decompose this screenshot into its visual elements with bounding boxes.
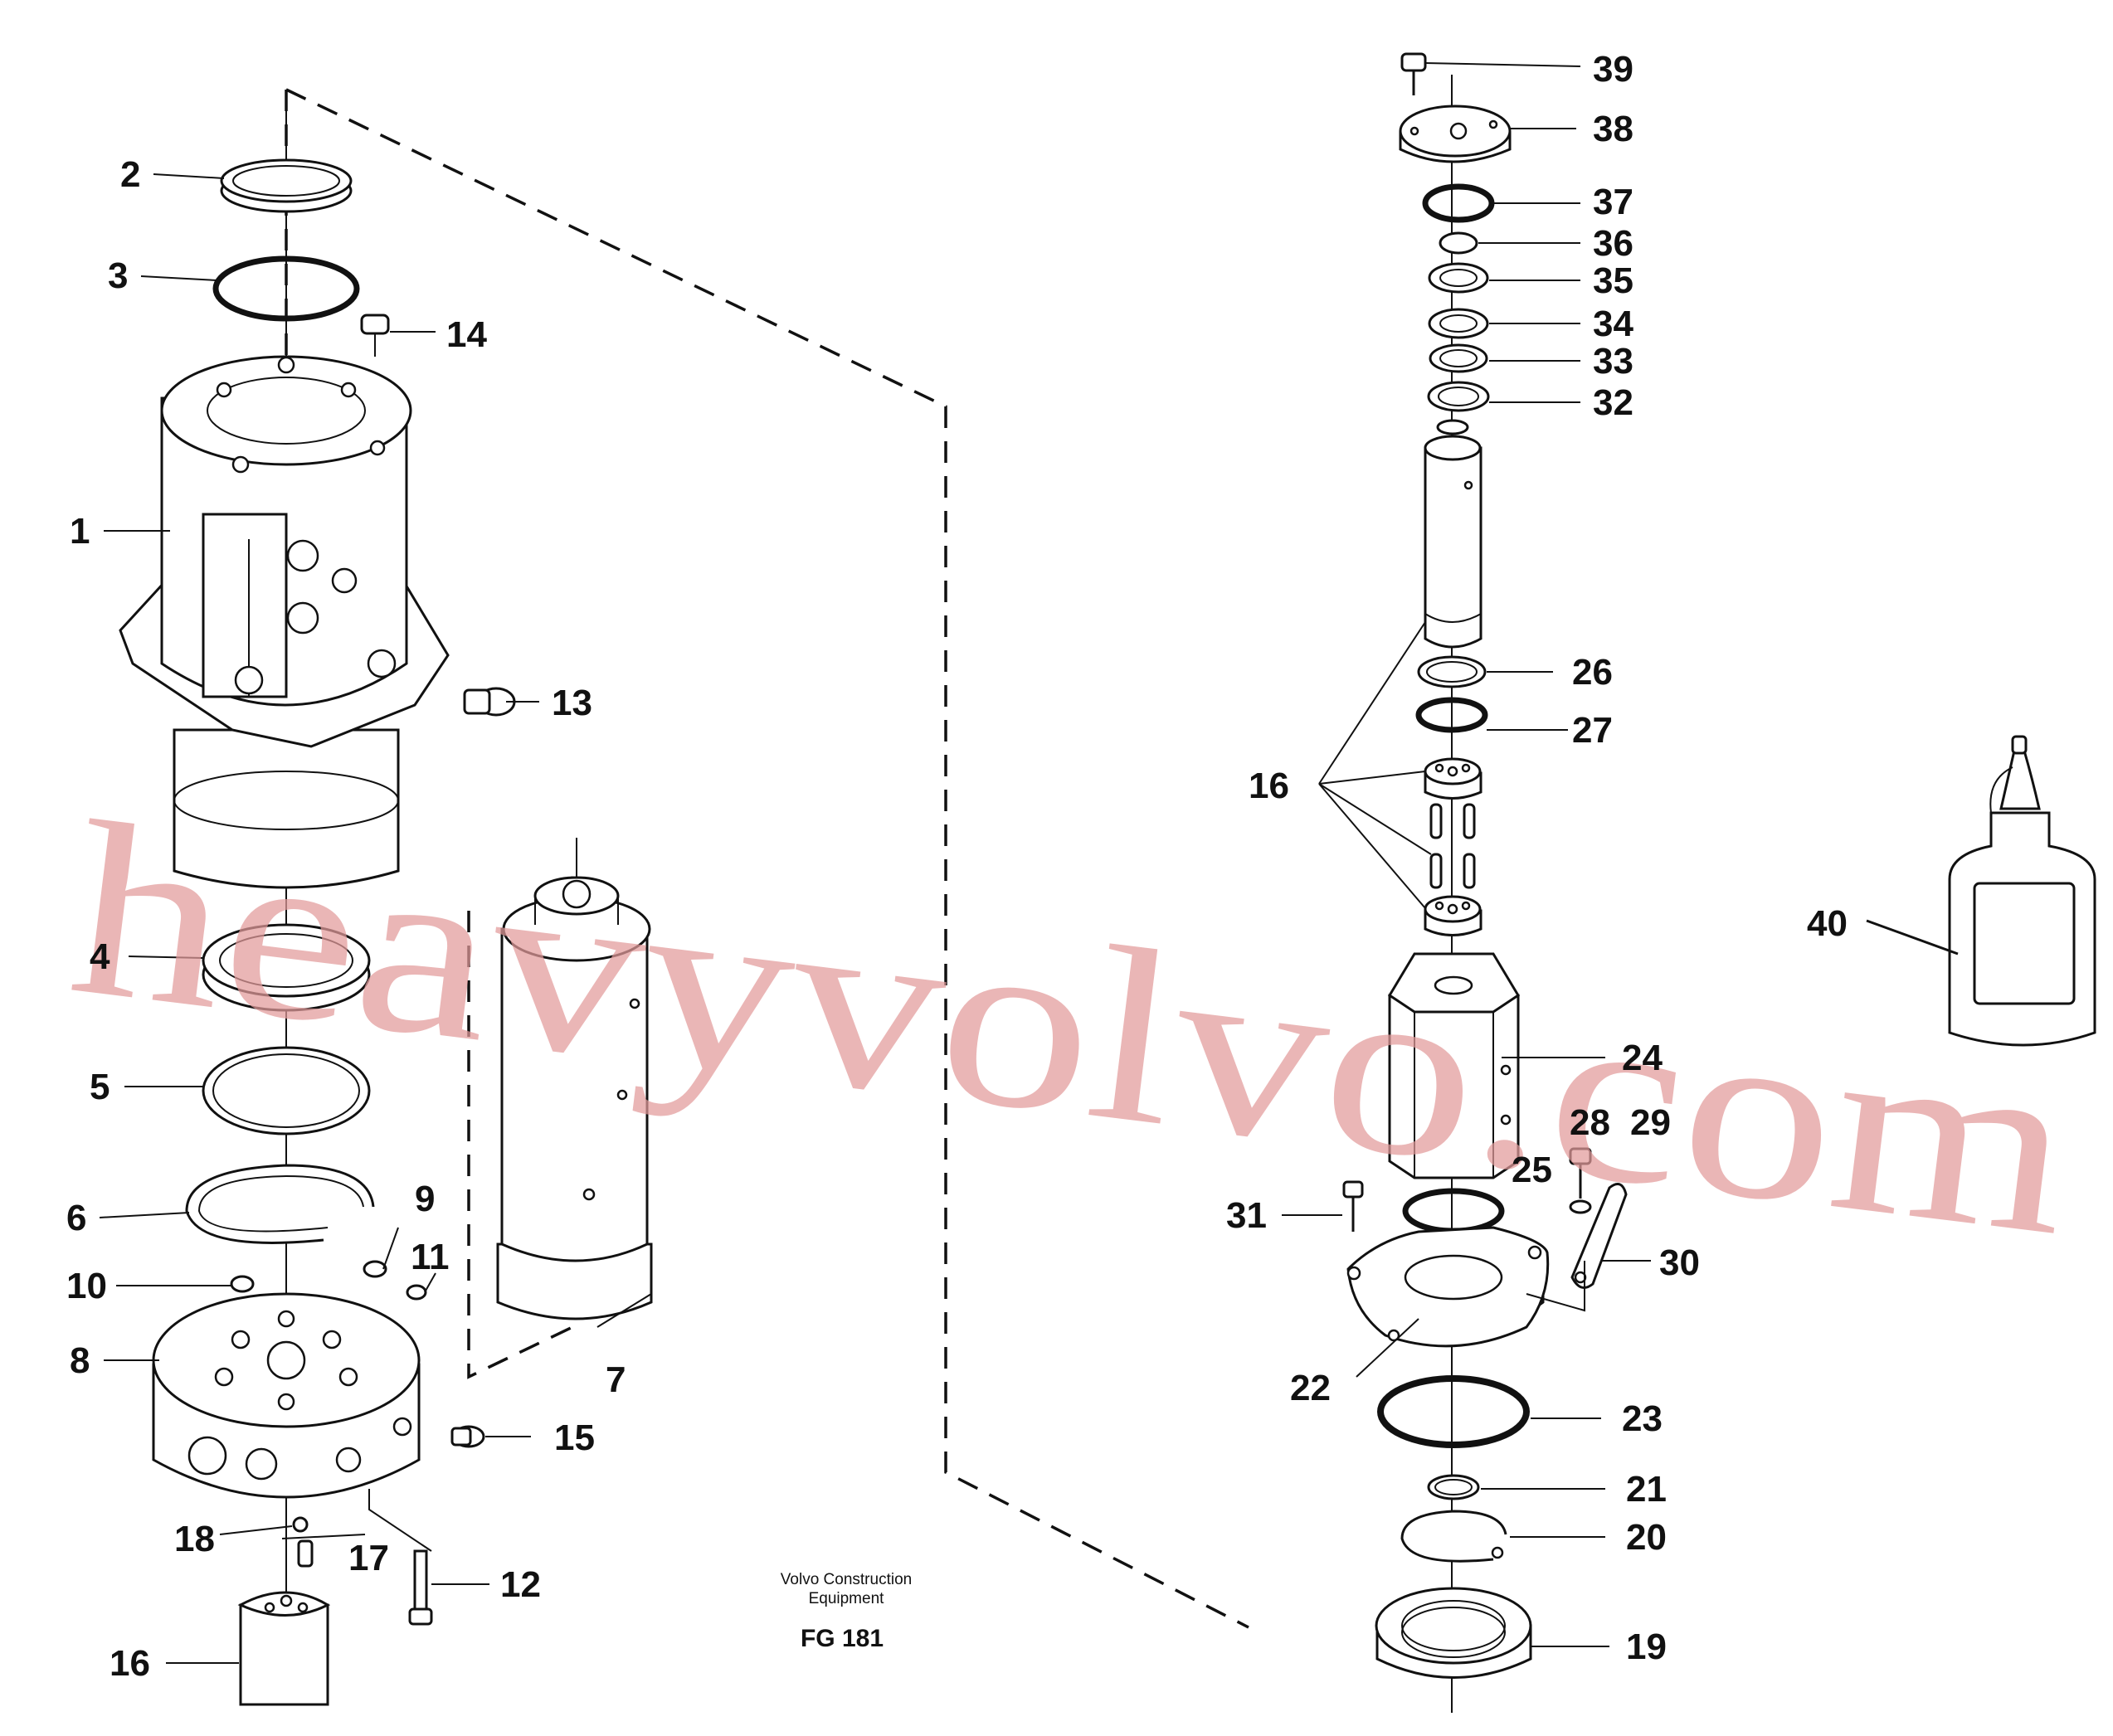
callout-28: 28 [1570,1102,1610,1143]
part-34-ring [1428,308,1489,339]
callout-2: 2 [120,154,140,195]
part-40-adhesive-bottle [1948,735,2096,1047]
part-1-housing [119,355,450,889]
figure-credit: Volvo Construction Equipment FG 181 [781,1571,912,1652]
callout-16-right: 16 [1249,766,1289,806]
callout-22: 22 [1290,1368,1331,1408]
callout-7: 7 [606,1359,626,1400]
callout-29: 29 [1630,1102,1671,1143]
part-33-ring [1429,343,1488,373]
part-36-ring [1439,231,1478,255]
part-38-cover [1399,105,1512,163]
figure-code: FG 181 [801,1625,884,1652]
callout-10: 10 [66,1266,107,1306]
part-27-o-ring [1415,697,1488,733]
callout-9: 9 [415,1179,435,1219]
part-5-ring [202,1046,371,1135]
callout-labels: 1 2 3 4 5 6 7 8 9 10 11 12 13 14 15 16 1… [66,49,1848,1684]
callout-13: 13 [552,683,592,723]
callout-6: 6 [66,1198,86,1238]
part-9-washer [363,1260,387,1278]
part-11-washer [406,1284,427,1301]
part-shaft [1424,419,1483,649]
part-35-ring [1428,262,1489,294]
callout-38: 38 [1593,109,1633,149]
part-32-ring [1427,381,1490,412]
part-28-bolt [1569,1147,1592,1199]
part-29-washer [1569,1199,1592,1214]
part-3-o-ring [212,255,360,322]
callout-11: 11 [411,1237,450,1277]
callout-3: 3 [108,255,128,296]
callout-14: 14 [446,314,487,355]
part-8-distributor [152,1292,421,1499]
callout-33: 33 [1593,341,1633,382]
part-17-spring [297,1539,314,1568]
callout-26: 26 [1572,652,1613,693]
callout-15: 15 [554,1417,595,1458]
part-24-valve-body [1387,952,1521,1179]
callout-32: 32 [1593,382,1633,423]
callout-36: 36 [1593,223,1633,264]
part-10-washer [230,1275,255,1293]
part-12-bolt [408,1549,433,1626]
callout-25: 25 [1512,1150,1552,1190]
callout-39: 39 [1593,49,1633,90]
callout-4: 4 [90,936,110,977]
part-30-lock-plate [1570,1183,1628,1289]
part-14-plug [360,314,390,357]
callout-8: 8 [70,1340,90,1381]
part-31-bolt [1342,1180,1364,1232]
callout-40: 40 [1807,903,1848,944]
part-37-o-ring [1422,183,1495,223]
part-16-block-left [237,1591,331,1706]
part-39-bolt [1400,52,1427,95]
callout-30: 30 [1659,1242,1700,1283]
leader-lines [99,62,1959,1664]
callout-31: 31 [1226,1195,1267,1236]
callout-16-left: 16 [110,1643,150,1684]
part-22-flange [1346,1226,1550,1348]
part-2-ring [220,158,353,213]
callout-20: 20 [1626,1517,1667,1558]
callout-5: 5 [90,1067,110,1107]
part-7-spindle [496,876,653,1320]
part-19-bearing [1375,1587,1532,1679]
credit-line-1: Volvo Construction [781,1571,912,1588]
callout-12: 12 [500,1564,541,1605]
callout-21: 21 [1626,1469,1667,1510]
callout-23: 23 [1622,1398,1663,1439]
callout-18: 18 [174,1519,215,1559]
part-4-seal [202,923,371,1012]
part-23-o-ring [1377,1375,1530,1448]
callout-34: 34 [1593,304,1633,344]
callout-17: 17 [348,1538,389,1578]
callout-24: 24 [1622,1038,1663,1078]
callout-35: 35 [1593,260,1633,301]
credit-line-2: Equipment [809,1590,885,1607]
part-18-ball [292,1516,309,1533]
callout-37: 37 [1593,182,1633,222]
part-15-plug [450,1425,485,1448]
part-16-valve-group [1424,757,1483,936]
part-6-snap-ring [185,1164,375,1244]
callout-27: 27 [1572,710,1613,751]
part-26-ring [1417,655,1487,688]
callout-1: 1 [70,511,90,552]
part-21-ring [1427,1474,1480,1500]
part-20-snap-ring [1400,1510,1507,1563]
callout-19: 19 [1626,1627,1667,1667]
